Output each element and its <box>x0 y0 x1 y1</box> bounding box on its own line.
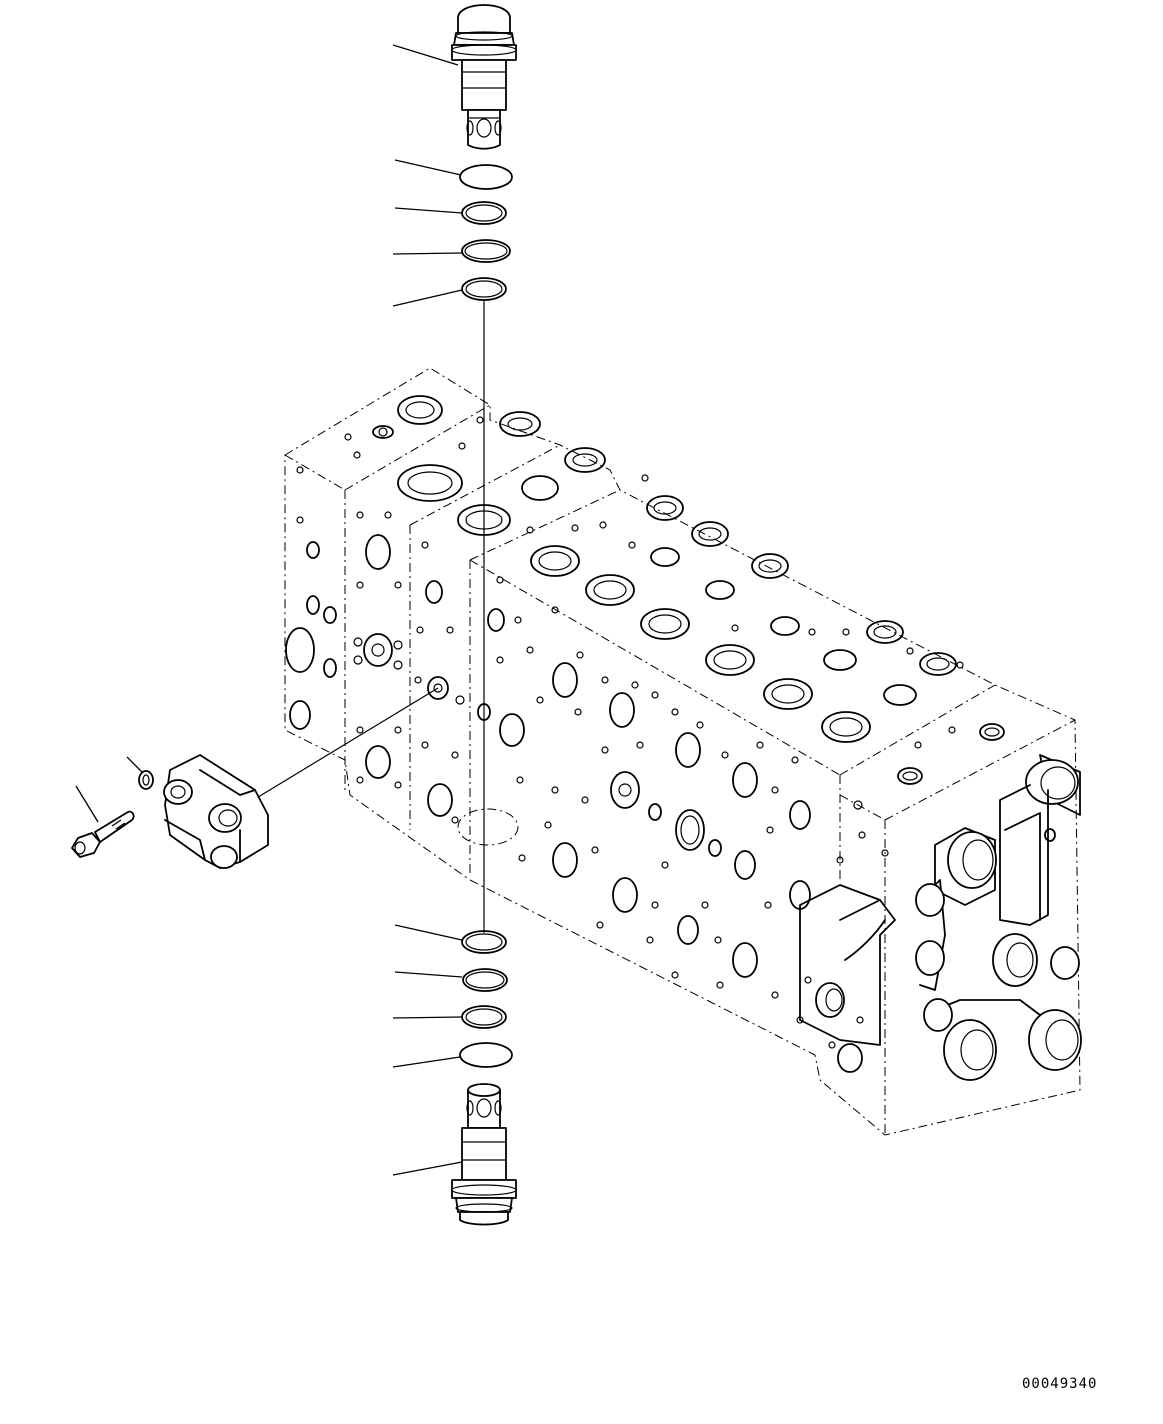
lower-valve-cartridge <box>451 1083 517 1226</box>
leader-lines <box>75 44 463 1176</box>
side-cover-center-line <box>239 687 439 809</box>
lower-o-rings <box>459 930 513 1068</box>
hex-bolt <box>71 810 135 858</box>
side-cover <box>163 754 269 869</box>
hidden-port-outline <box>457 808 519 846</box>
upper-valve-cartridge <box>451 4 517 150</box>
end-cover-block <box>799 754 1082 1081</box>
body-ports-side <box>285 466 812 1024</box>
control-valve-body <box>284 367 1081 1136</box>
upper-o-rings <box>459 164 513 301</box>
body-ports-top <box>344 395 1005 785</box>
washer <box>138 770 154 790</box>
drawing-number: 00049340 <box>1022 1376 1098 1392</box>
